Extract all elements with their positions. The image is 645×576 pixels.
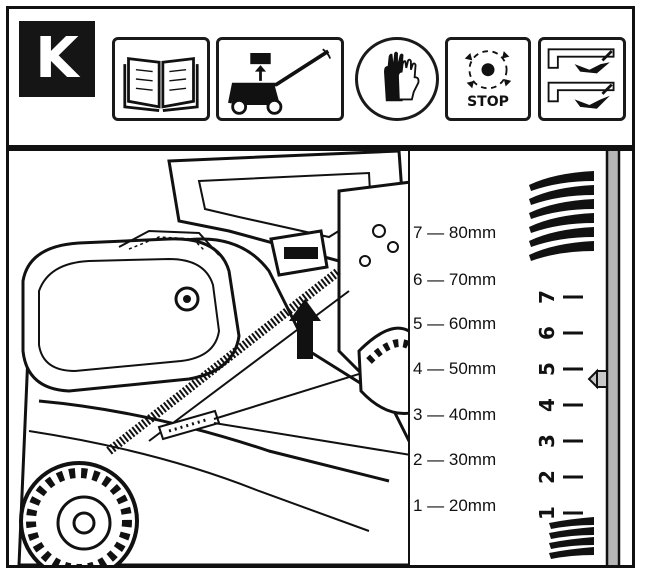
mower-illustration-scene: 7 — 80mm 6 — 70mm 5 — 60mm 4 — 50mm 3 — …: [9, 151, 632, 565]
stop-label: STOP: [467, 94, 509, 110]
height-label-2: 2 — 30mm: [413, 450, 497, 469]
scale-number-3: 3: [535, 434, 559, 448]
manual-book-icon: [112, 37, 210, 121]
height-label-3: 3 — 40mm: [413, 405, 497, 424]
height-label-1: 1 — 20mm: [413, 496, 497, 515]
height-label-4: 4 — 50mm: [413, 359, 497, 378]
hand-warning-icon: [538, 37, 626, 121]
mower-drawing: [17, 151, 632, 565]
scale-number-7: 7: [535, 290, 559, 304]
height-label-7: 7 — 80mm: [413, 223, 497, 242]
blade-stop-icon: STOP: [445, 37, 531, 121]
section-letter: K: [19, 21, 95, 97]
gloves-icon: [355, 37, 439, 121]
instruction-frame: K: [6, 6, 635, 568]
scale-number-2: 2: [535, 470, 559, 484]
height-label-6: 6 — 70mm: [413, 270, 497, 289]
scale-number-6: 6: [535, 326, 559, 340]
scale-number-5: 5: [535, 362, 559, 376]
scale-number-1: 1: [535, 506, 559, 520]
height-adjust-mower-icon: [216, 37, 344, 121]
scale-number-4: 4: [535, 398, 559, 412]
height-label-5: 5 — 60mm: [413, 314, 497, 333]
pictogram-header: K: [9, 9, 632, 151]
